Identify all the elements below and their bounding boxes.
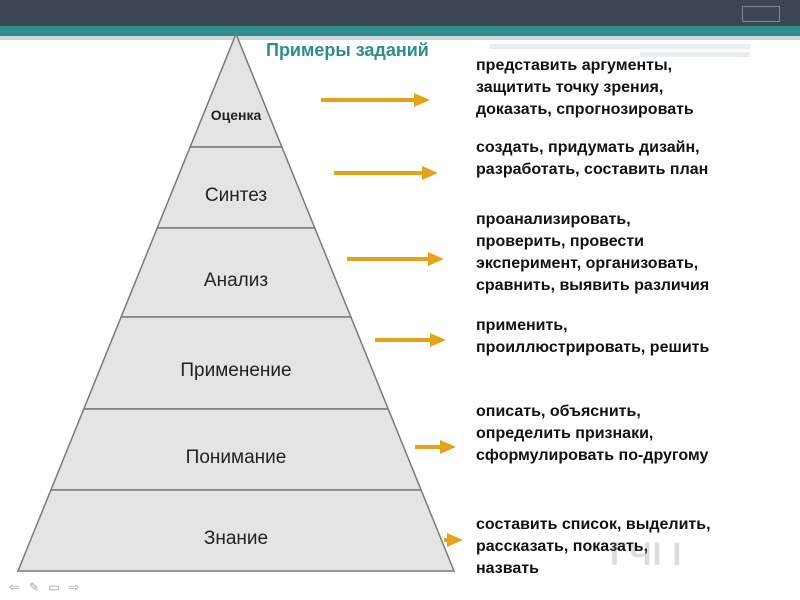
header-decor-line: [490, 44, 750, 49]
pyramid-level-label: Анализ: [203, 269, 269, 291]
arrow-right-icon: [447, 533, 463, 547]
task-examples: применить, проиллюстрировать, решить: [476, 317, 710, 356]
slide-header-stripe: [0, 36, 800, 40]
slide-header-bar: [0, 0, 800, 26]
slide-header-accent: [0, 26, 800, 36]
header-decor-line: [640, 52, 750, 57]
task-examples: описать, объяснить, определить признаки,…: [476, 403, 709, 464]
arrow-right-icon: [440, 440, 456, 454]
screen-icon[interactable]: ▭: [48, 580, 60, 594]
pyramid-level-label: Оценка: [210, 107, 262, 123]
task-examples: проанализировать, проверить, провести эк…: [476, 211, 710, 294]
arrow-right-icon: [414, 93, 430, 107]
arrow-right-icon: [430, 333, 446, 347]
task-examples: представить аргументы, защитить точку зр…: [476, 57, 694, 118]
task-examples: составить список, выделить, рассказать, …: [476, 516, 711, 577]
slide-title: Примеры заданий: [266, 40, 435, 61]
pyramid-tier-5: [16, 489, 456, 572]
pyramid-level-label: Знание: [203, 527, 269, 549]
watermark: ГЧІ І: [610, 536, 683, 572]
task-examples: создать, придумать дизайн, разработать, …: [476, 139, 709, 178]
pyramid-level-label: Синтез: [204, 184, 268, 206]
arrow-right-icon: [428, 252, 444, 266]
header-decor-box: [742, 6, 780, 22]
arrow-right-icon[interactable]: ⇨: [68, 580, 80, 594]
arrow-left-icon[interactable]: ⇦: [8, 580, 20, 594]
slide-navigation: ⇦ ✎ ▭ ⇨: [6, 580, 82, 594]
arrow-right-icon: [422, 166, 438, 180]
pyramid-level-label: Понимание: [185, 446, 287, 468]
pyramid-level-label: Применение: [180, 360, 292, 381]
pen-icon[interactable]: ✎: [28, 580, 40, 594]
pyramid-tier-0: [189, 32, 283, 148]
